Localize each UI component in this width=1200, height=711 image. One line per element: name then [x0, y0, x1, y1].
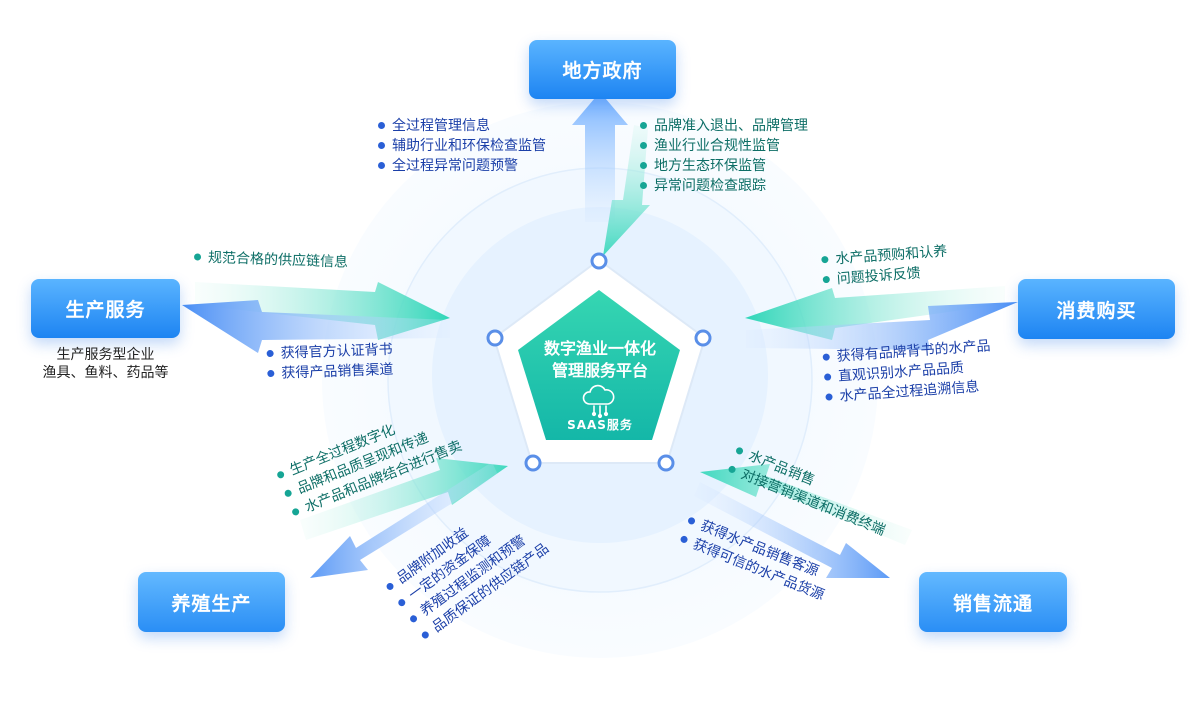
arrow-sales-down	[694, 482, 890, 578]
node-production-service[interactable]: 生产服务	[31, 279, 180, 338]
arrow-consumer-left	[745, 286, 1005, 340]
vertex-dot-bottom-left	[524, 454, 542, 472]
list-item: 辅助行业和环保检查监管	[376, 136, 546, 156]
vertex-dot-bottom-right	[657, 454, 675, 472]
node-consumer[interactable]: 消费购买	[1018, 279, 1175, 339]
arrow-gov-up	[572, 92, 628, 222]
list-item: 品牌准入退出、品牌管理	[638, 116, 808, 136]
platform-title-line1: 数字渔业一体化	[543, 339, 656, 358]
platform-title-line2: 管理服务平台	[551, 361, 648, 380]
list-consumer-bottom: 获得有品牌背书的水产品直观识别水产品品质水产品全过程追溯信息	[820, 336, 994, 408]
arrow-consumer-right	[746, 302, 1018, 350]
arrow-aqua-down	[310, 462, 498, 578]
arrow-aqua-up	[300, 458, 508, 540]
list-gov-right: 品牌准入退出、品牌管理渔业行业合规性监管地方生态环保监管异常问题检查跟踪	[638, 116, 808, 196]
arrow-prod-left	[182, 300, 450, 353]
cloud-icon	[582, 384, 615, 419]
vertex-dot-right	[694, 329, 712, 347]
arrow-gov-down	[603, 125, 650, 256]
list-item: 全过程异常问题预警	[376, 156, 546, 176]
list-item: 地方生态环保监管	[638, 156, 808, 176]
list-item: 全过程管理信息	[376, 116, 546, 136]
platform-center: 数字渔业一体化 管理服务平台 SAAS服务	[520, 292, 680, 444]
list-gov-left: 全过程管理信息辅助行业和环保检查监管全过程异常问题预警	[376, 116, 546, 176]
list-prod-bottom: 获得官方认证背书获得产品销售渠道	[264, 340, 393, 384]
vertex-dot-top	[590, 252, 608, 270]
production-service-subtitle: 生产服务型企业 渔具、鱼料、药品等	[31, 346, 180, 382]
saas-label: SAAS服务	[567, 418, 633, 432]
vertex-dot-left	[486, 329, 504, 347]
subtitle-line1: 生产服务型企业	[56, 347, 155, 363]
node-aquaculture[interactable]: 养殖生产	[138, 572, 285, 632]
list-item: 渔业行业合规性监管	[638, 136, 808, 156]
node-sales[interactable]: 销售流通	[919, 572, 1067, 632]
platform-pentagon	[518, 290, 680, 440]
subtitle-line2: 渔具、鱼料、药品等	[42, 365, 169, 381]
node-government[interactable]: 地方政府	[529, 40, 676, 99]
list-item: 异常问题检查跟踪	[638, 176, 808, 196]
